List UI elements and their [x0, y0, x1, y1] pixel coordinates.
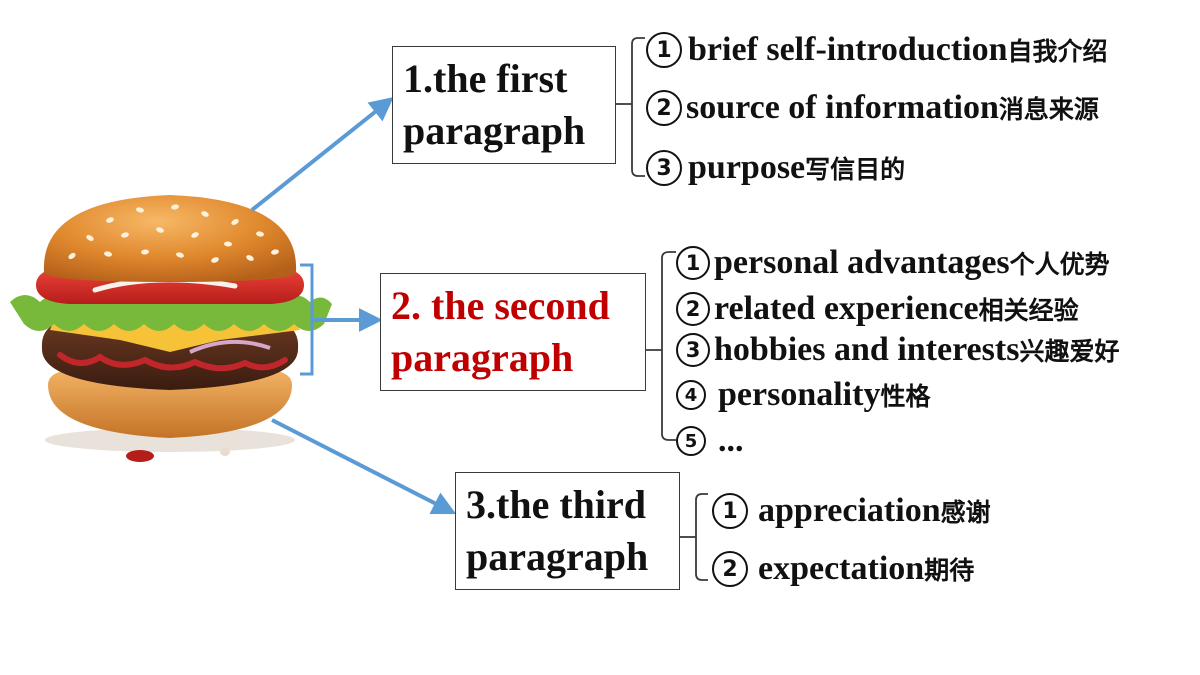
item-label: related experience — [714, 290, 979, 327]
third-paragraph-box: 3.the third paragraph — [455, 472, 680, 590]
item-label-zh: 性格 — [880, 382, 931, 411]
first-item-1: 1 brief self-introduction 自我介绍 — [646, 28, 1108, 72]
item-label-zh: 期待 — [924, 556, 975, 585]
second-item-3: 3 hobbies and interests 兴趣爱好 — [676, 329, 1119, 371]
circled-number-icon: 1 — [676, 246, 710, 280]
item-label: purpose — [688, 149, 806, 186]
circled-number-icon: 5 — [676, 426, 706, 456]
item-label: brief self-introduction — [688, 31, 1008, 68]
item-label: appreciation — [758, 492, 941, 529]
item-label: hobbies and interests — [714, 331, 1020, 368]
hamburger-illustration — [10, 195, 332, 462]
item-label: personal advantages — [714, 244, 1010, 281]
second-item-1: 1 personal advantages 个人优势 — [676, 242, 1110, 284]
first-paragraph-title-line2: paragraph — [403, 108, 586, 153]
circled-number-icon: 4 — [676, 380, 706, 410]
item-label-zh: 个人优势 — [1009, 250, 1110, 279]
second-paragraph-title-line2: paragraph — [391, 335, 574, 380]
item-label: ... — [718, 422, 744, 459]
list-brackets — [616, 37, 708, 581]
item-label-zh: 消息来源 — [998, 95, 1099, 124]
circled-number-icon: 1 — [712, 493, 748, 529]
item-label: expectation — [758, 550, 925, 587]
item-label-zh: 相关经验 — [978, 296, 1079, 325]
second-paragraph-box: 2. the second paragraph — [380, 273, 646, 391]
first-paragraph-title-line1: 1.the first — [403, 56, 568, 101]
second-item-5: 5 ... — [676, 420, 744, 462]
circled-number-icon: 2 — [712, 551, 748, 587]
second-item-4: 4 personality 性格 — [676, 374, 930, 416]
second-paragraph-title-line1: 2. the second — [391, 283, 610, 328]
first-paragraph-box: 1.the first paragraph — [392, 46, 616, 164]
third-paragraph-title-line2: paragraph — [466, 534, 649, 579]
item-label-zh: 感谢 — [940, 498, 991, 527]
item-label-zh: 兴趣爱好 — [1019, 337, 1120, 366]
circled-number-icon: 3 — [676, 333, 710, 367]
third-item-1: 1 appreciation 感谢 — [712, 489, 991, 533]
item-label-zh: 写信目的 — [805, 155, 906, 184]
second-item-2: 2 related experience 相关经验 — [676, 288, 1079, 330]
circled-number-icon: 1 — [646, 32, 682, 68]
item-label-zh: 自我介绍 — [1007, 37, 1108, 66]
first-item-2: 2 source of information 消息来源 — [646, 86, 1099, 130]
first-item-3: 3 purpose 写信目的 — [646, 146, 905, 190]
item-label: source of information — [686, 89, 999, 126]
circled-number-icon: 2 — [646, 90, 682, 126]
third-paragraph-title-line1: 3.the third — [466, 482, 646, 527]
circled-number-icon: 2 — [676, 292, 710, 326]
arrow-to-first-paragraph — [250, 97, 394, 212]
arrow-to-third-paragraph — [271, 418, 457, 515]
third-item-2: 2 expectation 期待 — [712, 547, 974, 591]
item-label: personality — [718, 376, 881, 413]
circled-number-icon: 3 — [646, 150, 682, 186]
